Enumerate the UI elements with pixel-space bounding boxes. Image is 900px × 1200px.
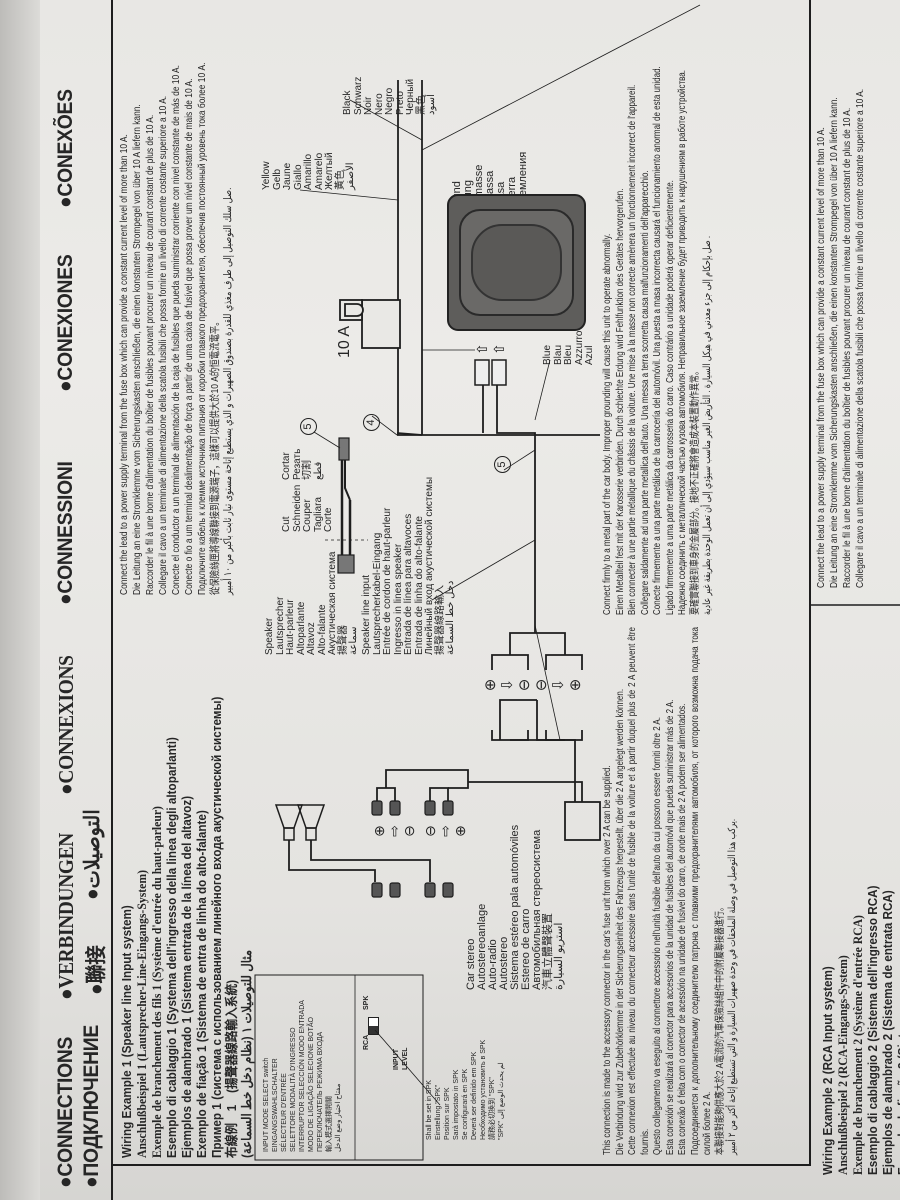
fuse-icon <box>339 299 401 349</box>
label-leaders <box>299 4 701 421</box>
rca-plugs <box>371 800 454 898</box>
speaker-line-input-harness <box>371 385 600 741</box>
plug-arrows: ⇧⇧ <box>475 343 508 355</box>
svg-text:⇧: ⇧ <box>475 343 491 355</box>
speaker-icon <box>274 804 326 841</box>
svg-text:⇧: ⇧ <box>492 343 508 355</box>
stereo-wires <box>376 700 601 841</box>
power-connectors <box>474 359 507 386</box>
input-mode-box <box>254 974 424 1161</box>
switch-leader <box>374 1029 441 1106</box>
amplifier-unit <box>447 194 586 331</box>
speaker-wires <box>288 840 431 882</box>
cut-harness <box>313 431 368 574</box>
example1-frame <box>112 0 811 1166</box>
power-wires <box>396 80 423 436</box>
